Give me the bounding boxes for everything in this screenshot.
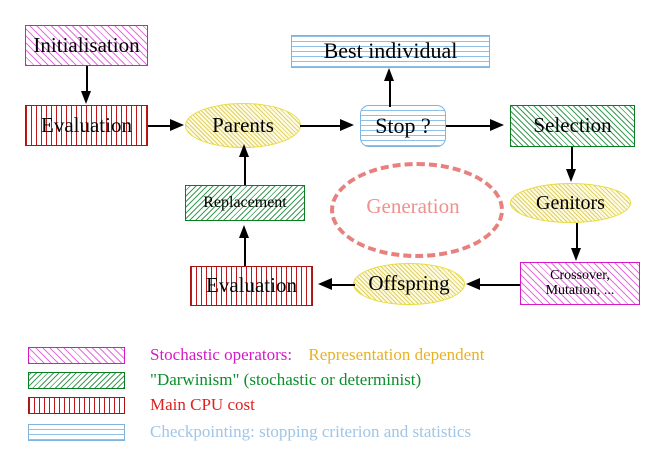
node-genitors[interactable]: Genitors (510, 183, 631, 223)
legend-row-main-cpu-cost: Main CPU cost (28, 395, 255, 414)
crossover-line-2: Mutation, ... (545, 282, 615, 298)
node-best-individual-label: Best individual (323, 38, 458, 64)
arrowhead-evaluation-to-parents (170, 119, 184, 131)
legend-label-main-cpu-cost: Main CPU cost (150, 395, 255, 414)
edge-offspring-to-evaluation (330, 284, 355, 286)
node-best-individual[interactable]: Best individual (291, 35, 490, 68)
arrowhead-init-to-evaluation (81, 91, 91, 104)
edge-evaluation-to-replacement (244, 238, 246, 266)
node-replacement[interactable]: Replacement (185, 185, 305, 221)
node-evaluation-bottom-label: Evaluation (206, 273, 297, 298)
node-stop-condition[interactable]: Stop ? (360, 105, 446, 147)
edge-evaluation-to-parents (148, 125, 172, 127)
legend-swatch-green-diagonal-hatch (28, 371, 125, 389)
arrowhead-stop-to-best (384, 68, 394, 81)
arrowhead-genitors-to-crossover (571, 248, 581, 261)
node-offspring[interactable]: Offspring (353, 263, 465, 305)
legend-row-checkpointing: Checkpointing: stopping criterion and st… (28, 422, 472, 441)
arrowhead-stop-to-selection (490, 119, 504, 131)
node-replacement-label: Replacement (203, 193, 287, 211)
node-crossover-mutation[interactable]: Crossover, Mutation, ... (520, 262, 640, 305)
node-evaluation-top-label: Evaluation (41, 112, 132, 137)
legend-swatch-red-vertical-hatch (28, 396, 125, 414)
edge-crossover-to-offspring (477, 284, 520, 286)
legend-label-darwinism: "Darwinism" (stochastic or determinist) (150, 370, 422, 389)
node-parents-label: Parents (212, 112, 274, 137)
node-genitors-label: Genitors (536, 191, 605, 214)
generation-loop-ellipse (330, 162, 504, 258)
edge-genitors-to-crossover (576, 223, 578, 249)
node-selection[interactable]: Selection (510, 105, 635, 147)
legend-label-representation-dependent: Representation dependent (308, 345, 485, 364)
legend-label-stochastic-operators: Stochastic operators: (150, 345, 293, 364)
arrowhead-selection-to-genitors (566, 169, 576, 182)
legend-row-stochastic-operators: Stochastic operators: Representation dep… (28, 345, 484, 365)
legend-row-darwinism: "Darwinism" (stochastic or determinist) (28, 370, 422, 389)
arrowhead-replacement-to-parents (239, 144, 249, 157)
arrowhead-parents-to-stop (340, 119, 354, 131)
edge-init-to-evaluation (86, 66, 88, 93)
node-initialisation[interactable]: Initialisation (25, 25, 148, 66)
node-stop-label: Stop ? (375, 112, 431, 138)
legend-swatch-magenta-diagonal-hatch (28, 346, 125, 364)
node-evaluation-bottom[interactable]: Evaluation (190, 266, 313, 306)
node-parents[interactable]: Parents (185, 103, 301, 148)
arrowhead-offspring-to-evaluation (318, 278, 332, 290)
arrowhead-evaluation-to-replacement (239, 225, 249, 238)
legend-swatch-blue-horizontal-hatch (28, 423, 125, 441)
legend-text-stochastic-operators: Stochastic operators: Representation dep… (150, 345, 484, 365)
edge-parents-to-stop (300, 125, 342, 127)
edge-replacement-to-parents (244, 157, 246, 185)
node-offspring-label: Offspring (368, 271, 450, 296)
node-crossover-mutation-label: Crossover, Mutation, ... (545, 268, 615, 298)
generation-label: Generation (366, 193, 460, 218)
node-initialisation-label: Initialisation (33, 32, 140, 57)
legend-label-checkpointing: Checkpointing: stopping criterion and st… (150, 422, 472, 441)
edge-stop-to-selection (446, 125, 492, 127)
edge-selection-to-genitors (571, 147, 573, 172)
arrowhead-crossover-to-offspring (466, 278, 480, 290)
edge-stop-to-best (389, 81, 391, 107)
crossover-line-1: Crossover, (550, 268, 610, 284)
node-selection-label: Selection (533, 113, 612, 138)
node-evaluation-top[interactable]: Evaluation (25, 105, 148, 146)
